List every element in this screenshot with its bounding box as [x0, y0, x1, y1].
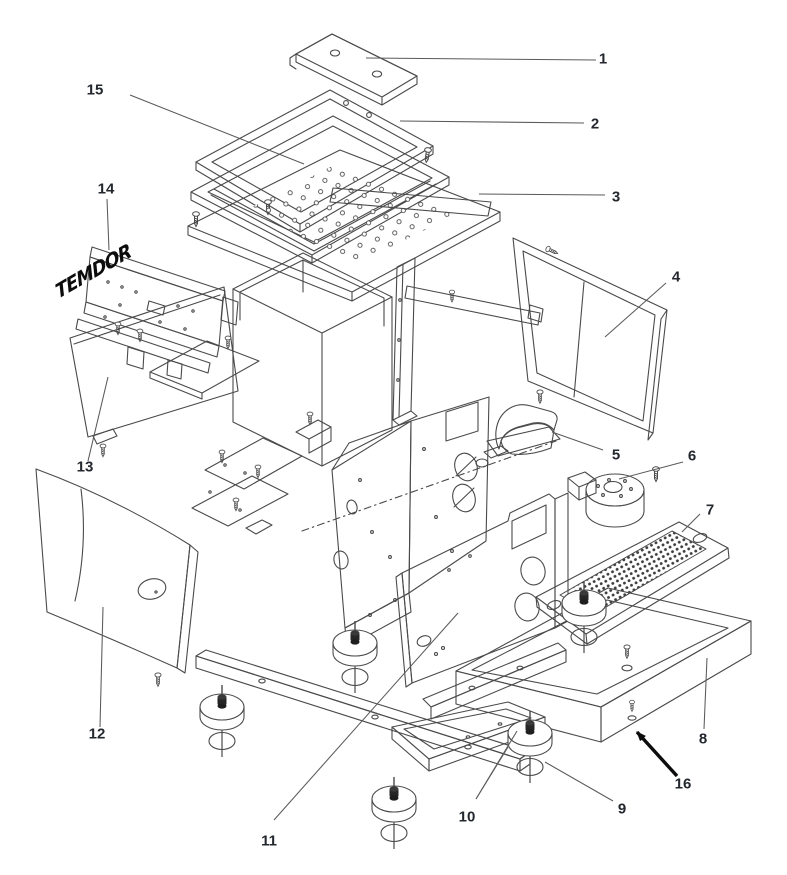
- part-12-leader: [99, 606, 104, 728]
- part-15-leader: [129, 94, 305, 165]
- part-16-leader: [635, 730, 679, 778]
- part-7-label: 7: [706, 502, 714, 519]
- part-5-label: 5: [612, 447, 620, 464]
- part-drip-tray: [455, 587, 752, 743]
- drawing-layer: TEMDOR: [35, 33, 752, 850]
- part-14-leader: [106, 198, 110, 251]
- part-2-label: 2: [591, 116, 599, 133]
- part-pump-motor: [567, 466, 660, 528]
- part-10-leader-2: [475, 746, 509, 800]
- part-14-label: 14: [98, 181, 115, 198]
- boiler-box: [232, 252, 393, 467]
- part-top-cover-plate: [289, 33, 418, 106]
- main-chassis: [331, 396, 490, 648]
- brand-logo-text: TEMDOR: [53, 239, 133, 304]
- part-rear-left-panel: [69, 286, 239, 458]
- part-1-label: 1: [599, 51, 607, 68]
- part-1-leader: [365, 57, 597, 61]
- part-6-label: 6: [688, 448, 696, 465]
- part-13-leader: [87, 376, 109, 462]
- part-2-leader: [399, 120, 585, 124]
- trim-strip: [329, 187, 492, 217]
- part-13-label: 13: [77, 459, 94, 476]
- bracket-cluster: [191, 411, 332, 535]
- part-9-label: 9: [618, 801, 626, 818]
- part-saddle-bracket: [475, 389, 561, 468]
- part-4-leader: [604, 282, 667, 338]
- part-6-leader: [618, 461, 684, 480]
- part-right-side-panel: [512, 237, 668, 441]
- part-8-leader: [703, 657, 708, 730]
- part-front-panel: [395, 492, 569, 688]
- support-arm: [404, 285, 544, 326]
- part-12-label: 12: [89, 726, 106, 743]
- part-15-label: 15: [87, 82, 104, 99]
- part-perforated-plate: [187, 149, 501, 302]
- part-9-leader: [544, 761, 614, 802]
- adjustable-feet: [199, 580, 607, 850]
- base-rails: [195, 642, 567, 772]
- part-8-label: 8: [699, 731, 707, 748]
- part-7-leader: [681, 513, 701, 533]
- part-control-rail-assembly: TEMDOR: [53, 239, 239, 380]
- part-16-label: 16: [675, 776, 692, 793]
- assembly-centerline: [301, 440, 557, 532]
- part-drip-tray-grid: [535, 521, 730, 645]
- part-4-label: 4: [672, 269, 681, 286]
- part-11-label: 11: [261, 833, 277, 850]
- part-11-leader: [273, 612, 459, 821]
- part-10-label: 10: [459, 809, 476, 826]
- shelf-plate: [149, 335, 260, 400]
- part-5-leader: [551, 431, 604, 451]
- part-left-side-door: [35, 468, 199, 687]
- part-3-leader: [478, 193, 606, 196]
- side-bracket: [392, 257, 418, 426]
- part-3-label: 3: [612, 189, 620, 206]
